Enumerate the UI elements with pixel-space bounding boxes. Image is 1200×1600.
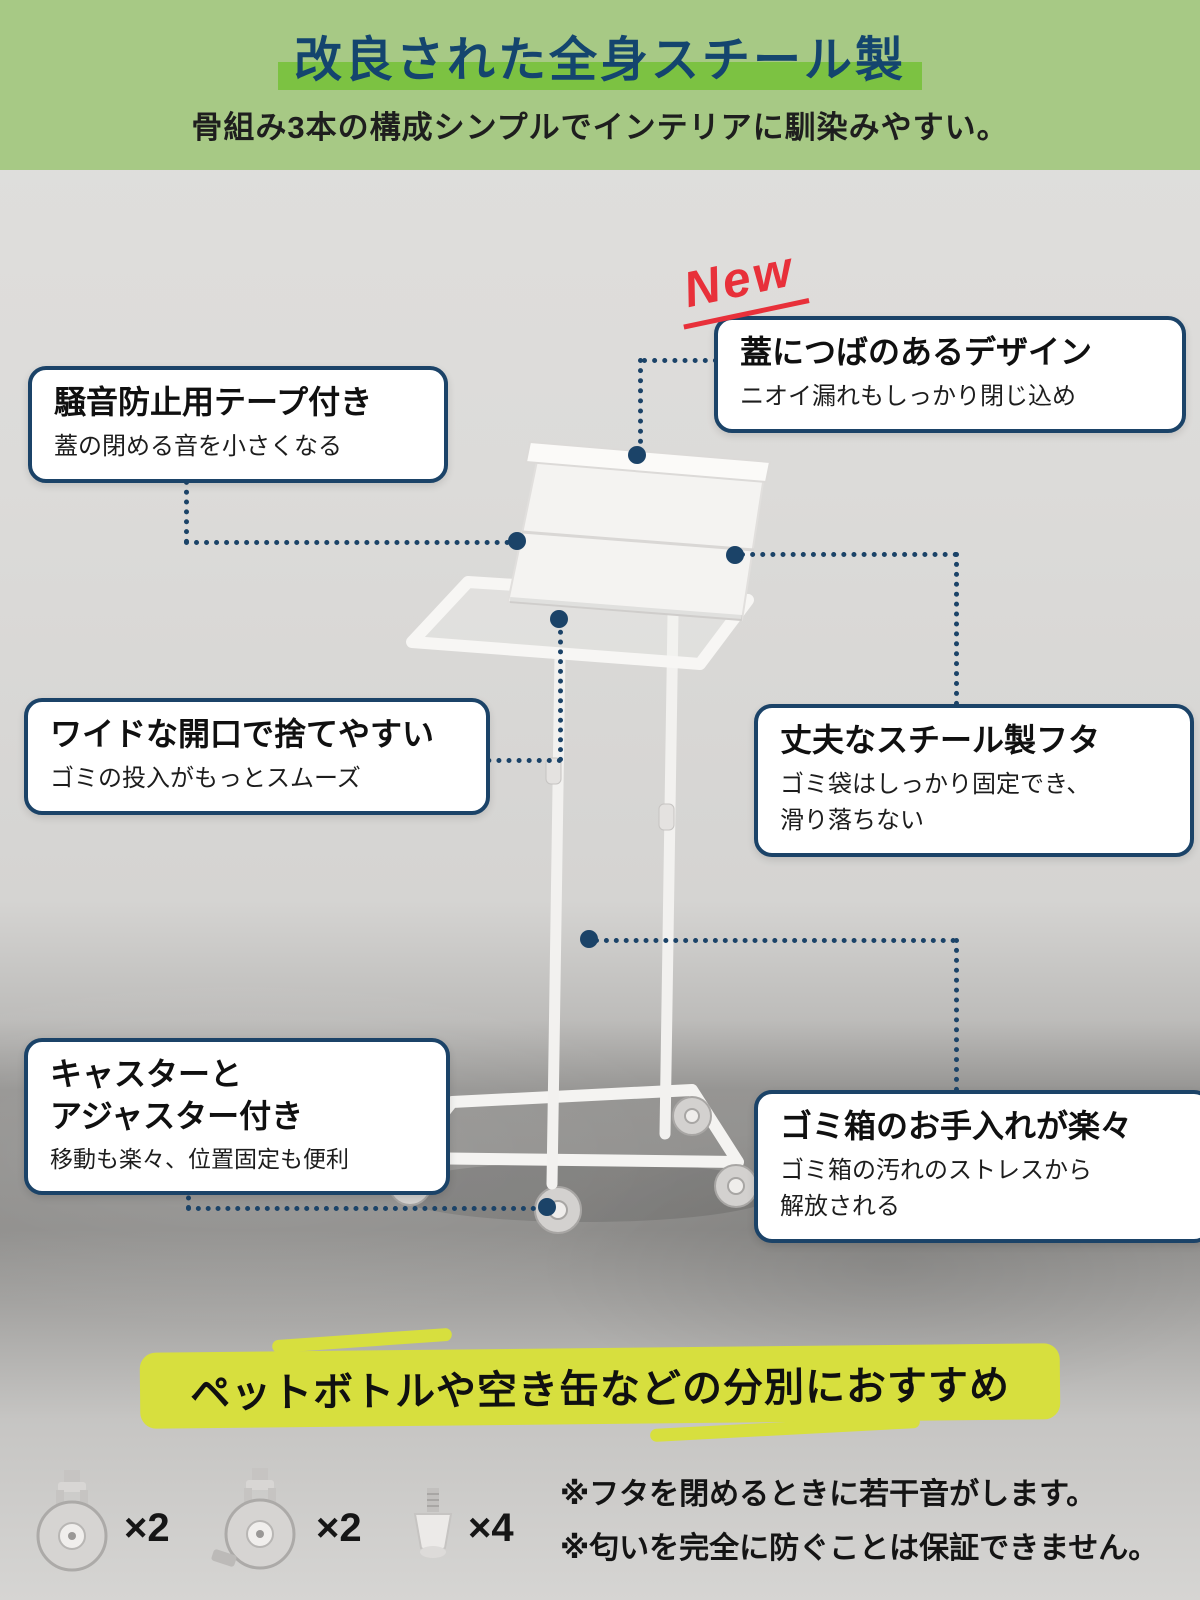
callout-desc: 移動も楽々、位置固定も便利 xyxy=(50,1146,349,1173)
callout-title: 丈夫なスチール製フタ xyxy=(780,722,1101,758)
title-wrap: 改良された全身スチール製 xyxy=(277,20,922,90)
callout-title: キャスターと アジャスター付き xyxy=(50,1056,304,1134)
trash-stand-illustration xyxy=(388,440,780,1234)
connector-line xyxy=(642,358,718,363)
connector-line xyxy=(558,620,563,762)
connector-line xyxy=(184,540,520,545)
callout-desc: ニオイ漏れもしっかり閉じ込め xyxy=(740,382,1076,410)
callout-easy-care: ゴミ箱のお手入れが楽々 ゴミ箱の汚れのストレスから 解放される xyxy=(754,1090,1200,1243)
caster-count-label: ×2 xyxy=(124,1506,170,1550)
disclaimer-notes: ※フタを閉めるときに若干音がします。 ※匂いを完全に防ぐことは保証できません。 xyxy=(560,1468,1158,1576)
connector-line xyxy=(954,938,959,1092)
callout-desc: 蓋の閉める音を小さくなる xyxy=(54,432,342,460)
callout-title: 蓋につばのあるデザイン xyxy=(740,334,1093,370)
connector-line xyxy=(740,552,958,557)
adjuster-count-label: ×4 xyxy=(468,1506,514,1550)
callout-wide-opening: ワイドな開口で捨てやすい ゴミの投入がもっとスムーズ xyxy=(24,698,490,815)
connector-line xyxy=(594,938,956,943)
page-title: 改良された全身スチール製 xyxy=(293,34,906,87)
callout-dot xyxy=(508,532,526,550)
connector-line xyxy=(186,1206,546,1211)
callout-desc: ゴミ袋はしっかり固定でき、 滑り落ちない xyxy=(780,770,1091,834)
callout-desc: ゴミ箱の汚れのストレスから 解放される xyxy=(780,1156,1092,1220)
recommend-banner: ペットボトルや空き缶などの分別におすすめ xyxy=(139,1343,1061,1429)
connector-line xyxy=(954,552,959,706)
adjuster-foot-icon xyxy=(405,1486,461,1575)
caster-wheel-brake-icon xyxy=(208,1466,312,1581)
callout-title: ワイドな開口で捨てやすい xyxy=(50,716,435,752)
callout-dot xyxy=(538,1198,556,1216)
callout-dot xyxy=(726,546,744,564)
callout-title: 騒音防止用テープ付き xyxy=(54,384,373,420)
callout-dot xyxy=(580,930,598,948)
callout-casters-adjusters: キャスターと アジャスター付き 移動も楽々、位置固定も便利 xyxy=(24,1038,450,1195)
callout-lid-brim-design: 蓋につばのあるデザイン ニオイ漏れもしっかり閉じ込め xyxy=(714,316,1186,433)
connector-line xyxy=(184,470,189,544)
caster-brake-count-label: ×2 xyxy=(316,1506,362,1550)
callout-noise-tape: 騒音防止用テープ付き 蓋の閉める音を小さくなる xyxy=(28,366,448,483)
connector-line xyxy=(638,358,643,454)
callout-title: ゴミ箱のお手入れが楽々 xyxy=(780,1108,1133,1144)
connector-line xyxy=(186,1186,191,1210)
header: 改良された全身スチール製 骨組み3本の構成シンプルでインテリアに馴染みやすい。 xyxy=(0,0,1200,170)
callout-steel-lid: 丈夫なスチール製フタ ゴミ袋はしっかり固定でき、 滑り落ちない xyxy=(754,704,1194,857)
caster-wheel-icon xyxy=(22,1468,122,1581)
note-line-2: ※匂いを完全に防ぐことは保証できません。 xyxy=(560,1532,1159,1565)
recommend-banner-text: ペットボトルや空き缶などの分別におすすめ xyxy=(189,1363,1011,1417)
title-highlight-bar xyxy=(277,62,922,90)
callout-dot xyxy=(628,446,646,464)
note-line-1: ※フタを閉めるときに若干音がします。 xyxy=(560,1478,1097,1511)
connector-line xyxy=(436,758,562,763)
callout-dot xyxy=(550,610,568,628)
header-subtitle: 骨組み3本の構成シンプルでインテリアに馴染みやすい。 xyxy=(191,110,1009,145)
product-photo xyxy=(380,420,800,1240)
callout-desc: ゴミの投入がもっとスムーズ xyxy=(50,764,361,792)
